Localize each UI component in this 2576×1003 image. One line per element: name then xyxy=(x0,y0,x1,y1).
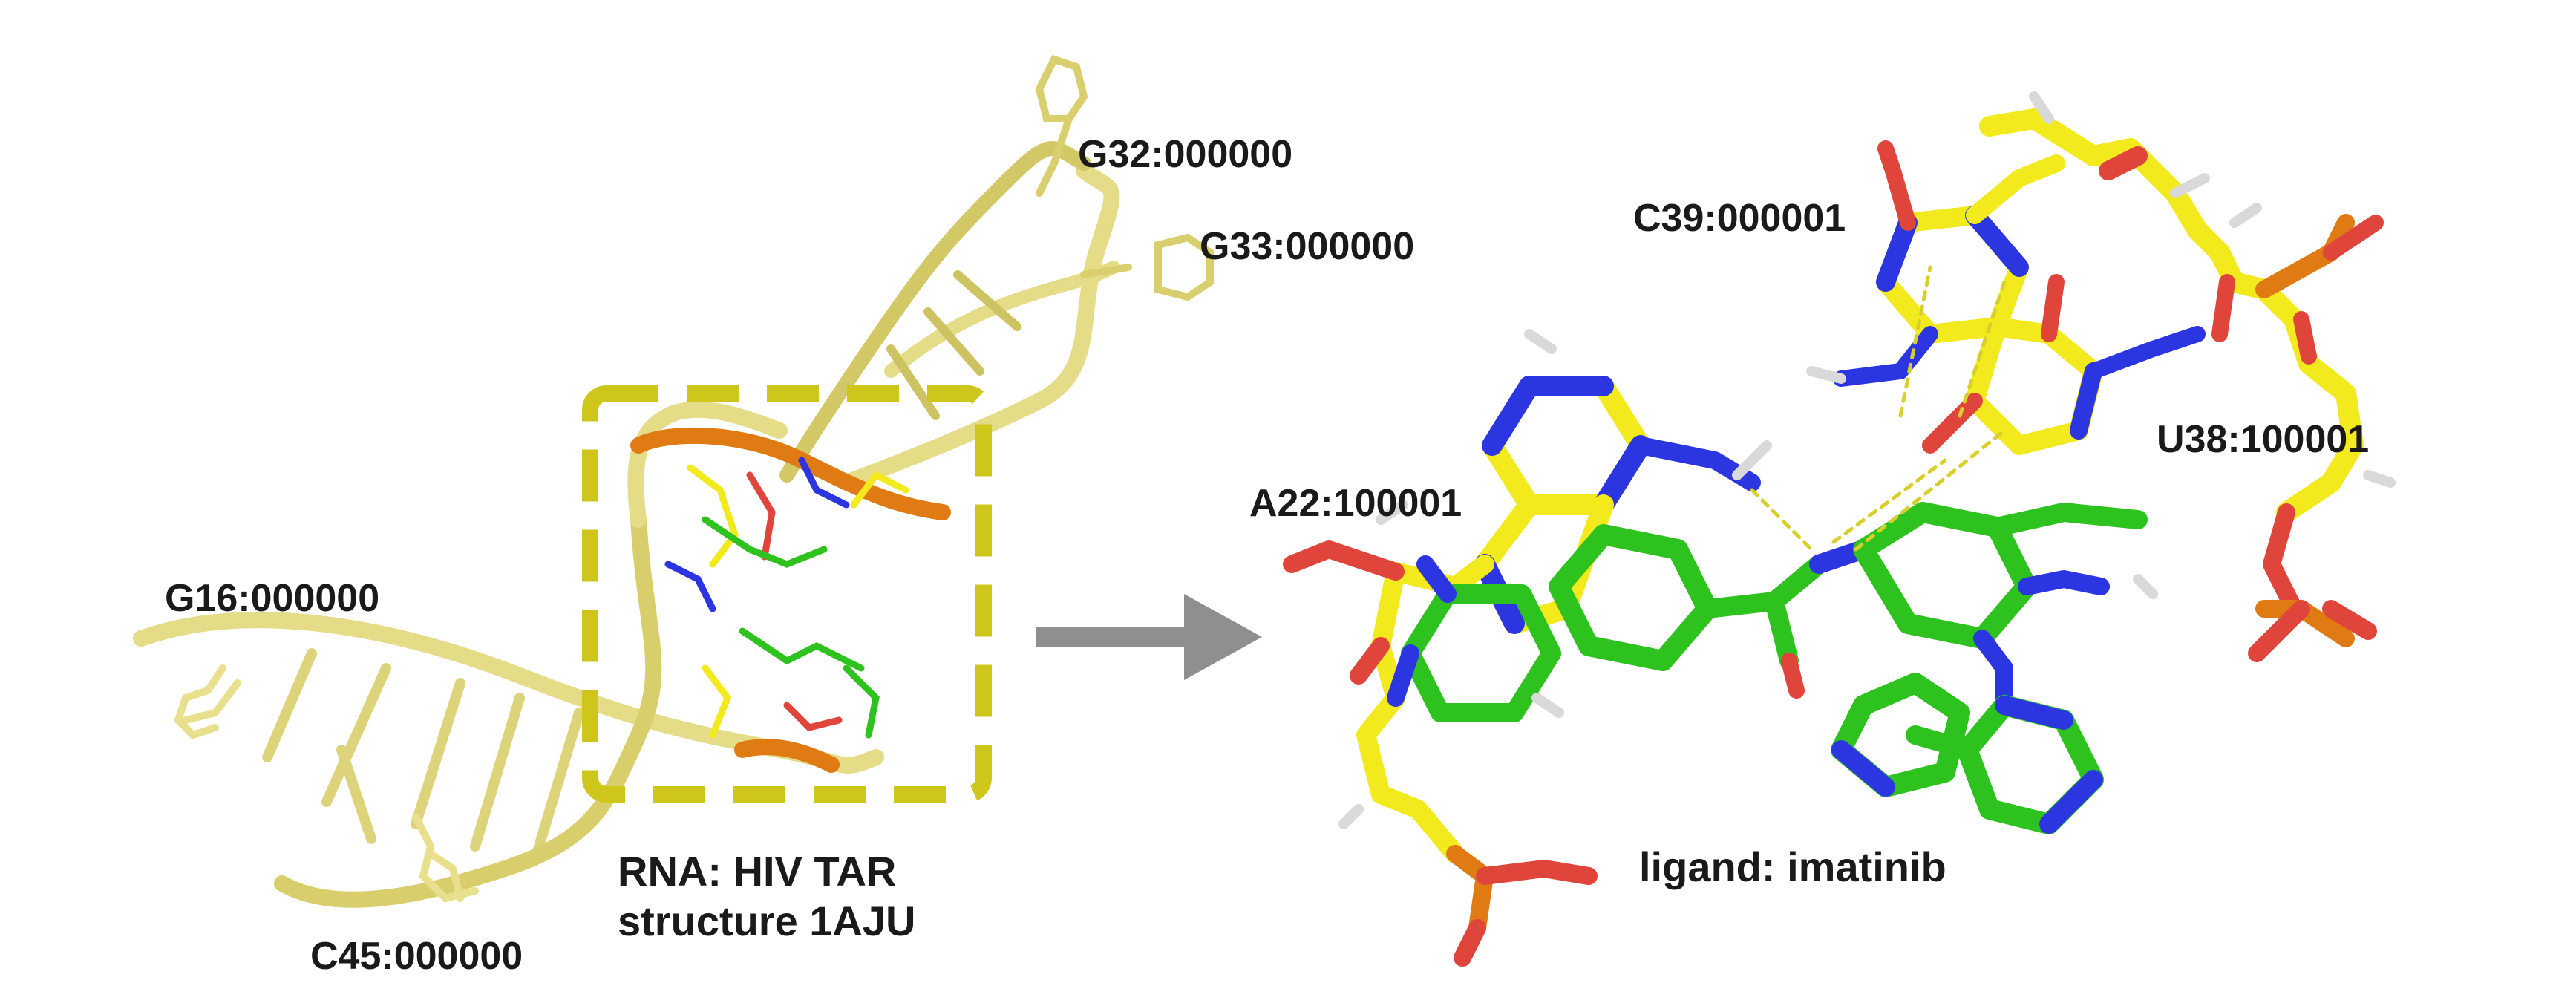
residue-label-g16: G16:000000 xyxy=(165,577,380,620)
rna-backbone-orange-bottom xyxy=(734,739,840,773)
rna-backbone-hairpin-2 xyxy=(779,141,1091,483)
residue-label-a22: A22:100001 xyxy=(1249,482,1462,525)
rna-backbone-hairpin xyxy=(838,163,1120,491)
residue-label-u38: U38:100001 xyxy=(2157,418,2370,461)
g16-sticks xyxy=(174,664,241,739)
imatinib-piperazine xyxy=(1401,584,1561,722)
hydrogen-bonds xyxy=(1750,265,2007,552)
imatinib-ring-benzamide xyxy=(1549,524,1718,671)
imatinib-amide xyxy=(1698,555,1828,670)
rna-backbone-lower-2 xyxy=(274,512,662,908)
rna-caption-line2: structure 1AJU xyxy=(618,898,916,945)
rna-backbone-loop xyxy=(627,401,788,528)
g32-g33-sticks xyxy=(1035,54,1214,301)
residue-label-g32: G32:000000 xyxy=(1078,133,1293,176)
rna-overview xyxy=(133,54,1214,908)
c45-sticks xyxy=(412,813,479,903)
rna-backbone-hairpin-3 xyxy=(884,261,1120,378)
residue-label-g33: G33:000000 xyxy=(1200,225,1415,268)
hydrogen-atoms xyxy=(1338,91,2396,829)
binding-detail xyxy=(1283,91,2396,967)
binding-site-sticks xyxy=(664,457,909,739)
binding-site-highlight-box xyxy=(582,385,992,803)
residue-label-c39: C39:000001 xyxy=(1633,197,1846,240)
ligand-caption: ligand: imatinib xyxy=(1639,843,1946,890)
rna-caption-line1: RNA: HIV TAR xyxy=(618,848,897,895)
upper-stem-rungs xyxy=(886,270,1021,420)
zoom-arrow xyxy=(1036,594,1262,680)
rna-caption: RNA: HIV TAR structure 1AJU xyxy=(618,846,915,946)
residue-label-c45: C45:000000 xyxy=(310,935,523,978)
lower-helix-rungs xyxy=(262,648,584,866)
